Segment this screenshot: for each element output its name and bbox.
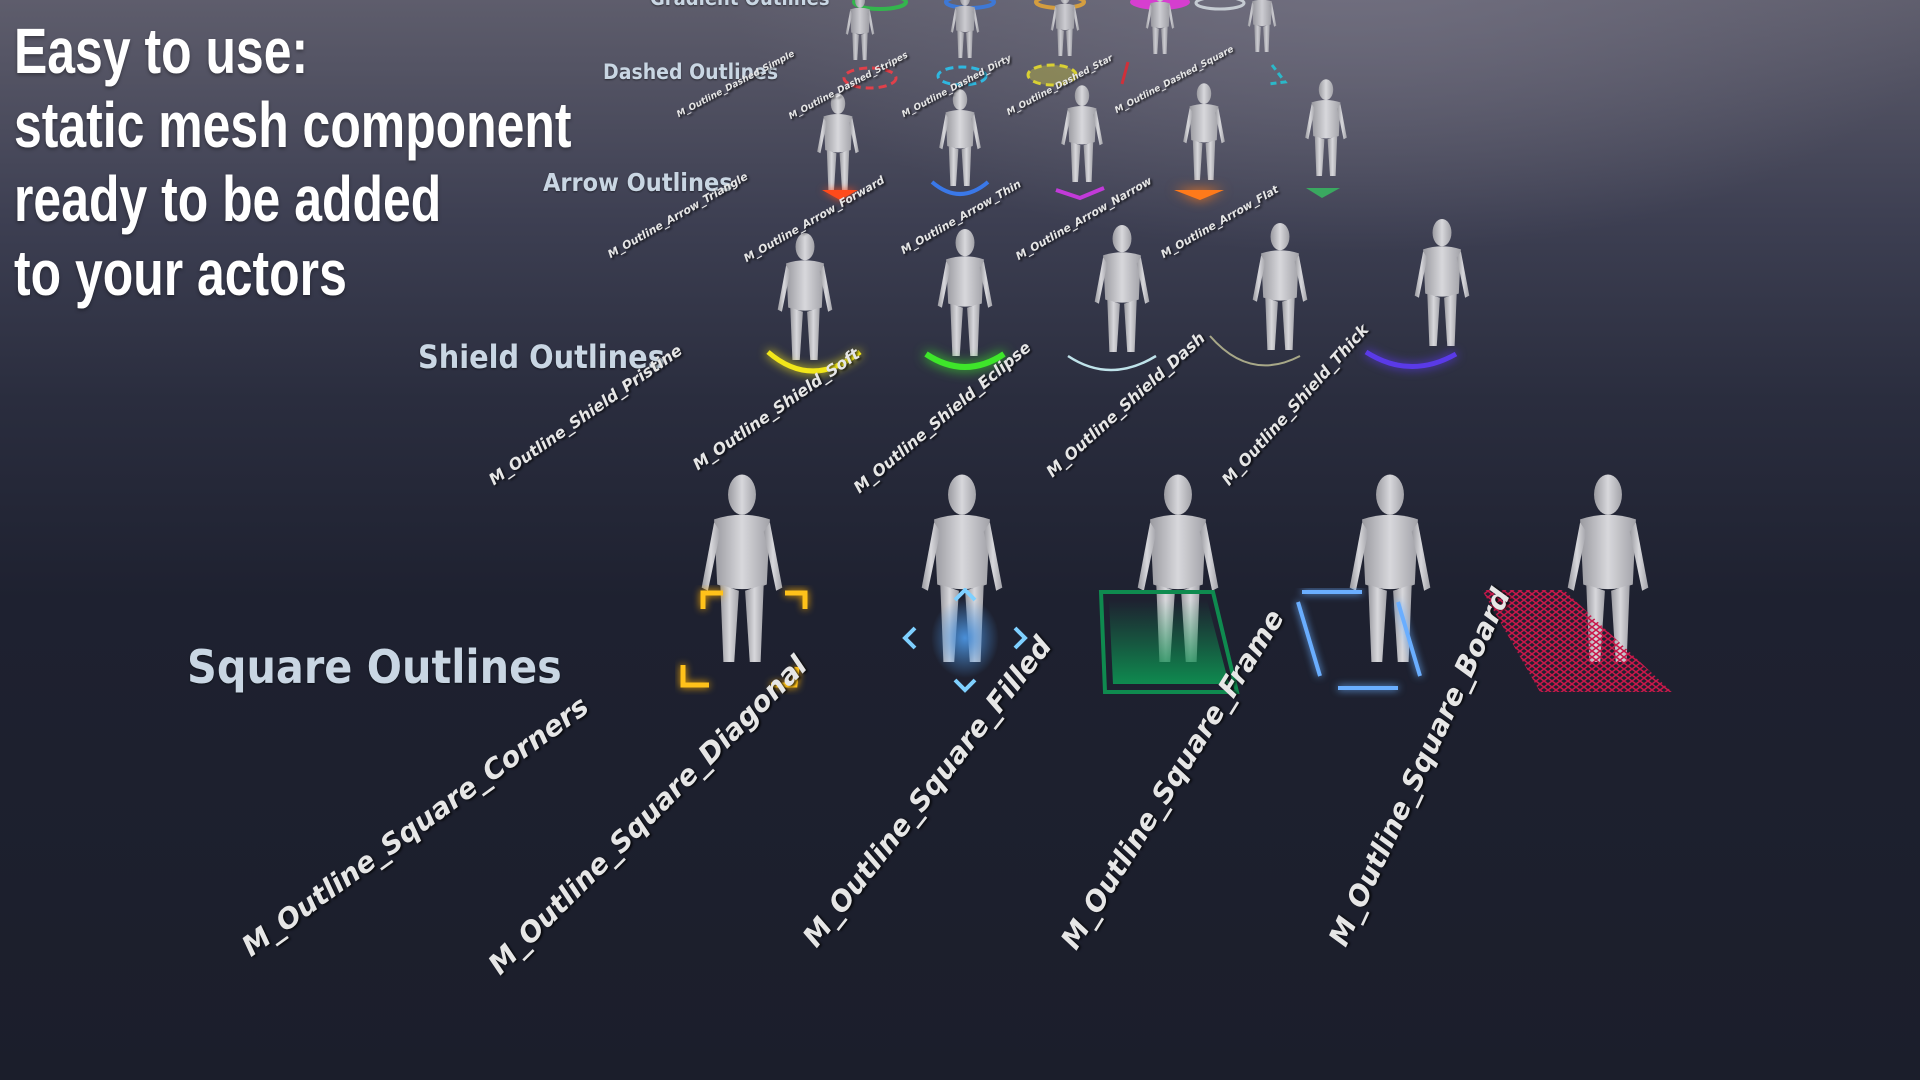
square-diagonal-marker xyxy=(902,588,1028,693)
dashed-outlines-title: Dashed Outlines xyxy=(603,60,779,84)
headline-line-2: static mesh component xyxy=(14,89,572,161)
square-frame-marker xyxy=(1296,590,1422,690)
headline-line-4: to your actors xyxy=(14,237,347,309)
square-filled-marker xyxy=(1098,590,1240,694)
square-board-marker xyxy=(1482,590,1672,692)
gradient-outlines-title: Gradient Outlines xyxy=(650,0,830,10)
headline-line-3: ready to be added xyxy=(14,163,442,235)
square-corners-marker xyxy=(680,590,808,688)
square-outlines-title: Square Outlines xyxy=(187,640,562,694)
shield-outlines-title: Shield Outlines xyxy=(418,338,665,376)
headline-line-1: Easy to use: xyxy=(14,15,309,87)
arrow-outlines-title: Arrow Outlines xyxy=(543,168,733,197)
headline: Easy to use: static mesh component ready… xyxy=(14,14,572,310)
